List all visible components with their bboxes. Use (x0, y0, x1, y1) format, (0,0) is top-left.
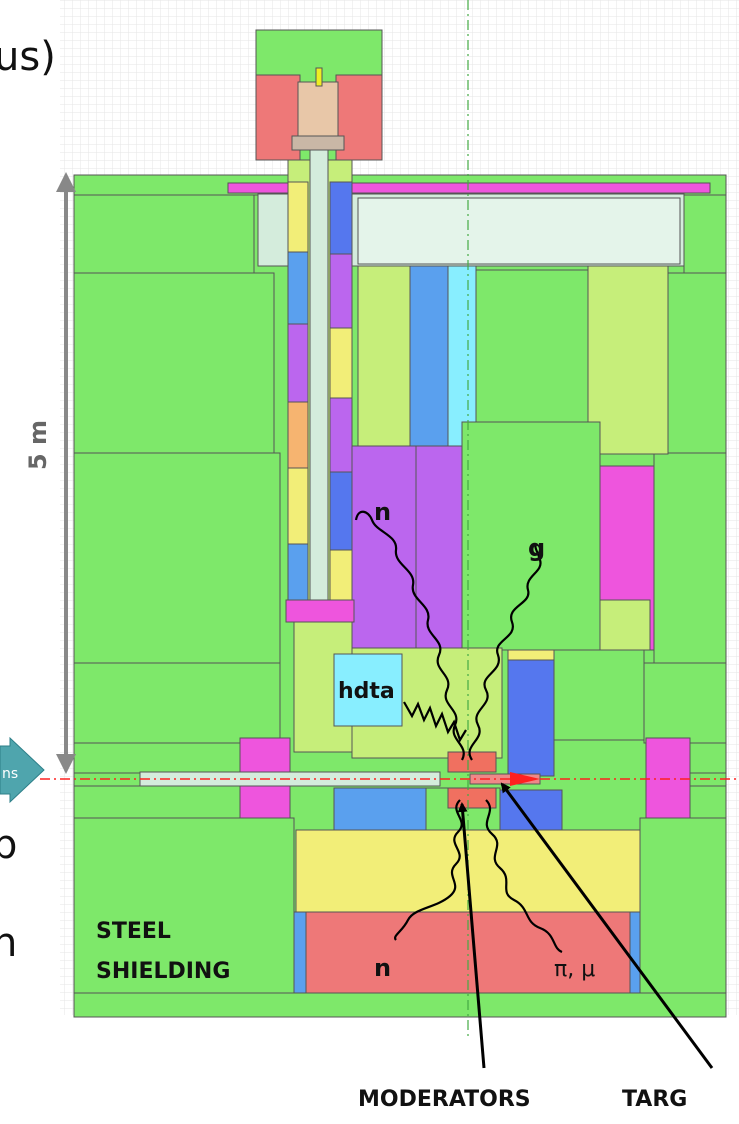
magenta-flange-right (645, 737, 691, 819)
cut-text-top: us) (0, 34, 56, 80)
moderators-pointer (457, 802, 486, 1069)
incoming-beam-label: ns (2, 766, 18, 782)
tube-seg-v1 (287, 323, 309, 403)
left-block-2 (73, 272, 275, 454)
right-block-2 (667, 272, 727, 454)
cut-text-low: n (0, 920, 17, 966)
right-block-1 (683, 194, 727, 274)
target-vessel (507, 655, 555, 777)
center-green-tower (461, 421, 601, 651)
radiation-paths (354, 510, 563, 954)
violet-block-right (415, 445, 463, 651)
label-steel: STEEL (96, 919, 171, 944)
lightgreen-right-lower (599, 599, 651, 651)
upper-cavity-inner (357, 197, 681, 265)
dimension-arrow-bottom (56, 754, 76, 774)
left-block-7 (73, 817, 295, 994)
label-pion-muon: π, μ (554, 957, 595, 982)
left-block-4 (73, 662, 281, 744)
pion-muon-path (485, 799, 563, 954)
neutron-path-bottom (394, 799, 463, 941)
tube-seg-r-y1 (329, 327, 353, 399)
drive-motor (297, 81, 339, 139)
tube-seg-r-v1 (329, 253, 353, 329)
dimension-label: 5 m (24, 420, 52, 470)
drive-motor-base (291, 135, 345, 151)
label-gamma: g (528, 534, 545, 562)
left-block-1 (73, 194, 255, 274)
vertical-tube-assembly (285, 149, 355, 753)
dimension-arrow-top (56, 172, 76, 192)
core-blue-lower (333, 787, 427, 831)
right-block-6 (689, 785, 727, 819)
tube-seg-r-y2 (329, 549, 353, 607)
tube-seg-b2 (287, 543, 309, 603)
label-neutron-top: n (374, 498, 391, 526)
label-hdta: hdta (338, 679, 395, 704)
center-blue-column (409, 265, 449, 447)
moderator-upper (447, 751, 497, 773)
top-plate-magenta-right (351, 182, 711, 194)
label-shielding: SHIELDING (96, 959, 230, 984)
tube-seg-y2 (287, 467, 309, 545)
steel-shielding-body (73, 174, 727, 1018)
tube-seg-y1 (287, 181, 309, 253)
right-block-3 (653, 452, 727, 664)
hdta-block (333, 653, 403, 727)
neutron-path-top (354, 510, 465, 761)
label-target: TARG (622, 1087, 687, 1112)
lower-blue-left (293, 911, 307, 999)
tube-seg-o1 (287, 401, 309, 469)
core-right-green (553, 649, 645, 741)
right-block-4 (643, 662, 727, 744)
tube-seg-b1 (287, 251, 309, 325)
center-lightgreen-left (357, 265, 411, 447)
incoming-beam-arrow (0, 736, 45, 804)
cut-text-mid: b (0, 822, 17, 868)
tube-seg-r-b2 (329, 471, 353, 551)
top-drive-assembly (255, 29, 383, 161)
center-cyan-column (447, 265, 477, 447)
center-green-upper (475, 269, 589, 423)
left-block-3 (73, 452, 281, 664)
hdta-zigzag (403, 701, 467, 743)
right-block-7 (639, 817, 727, 994)
base-plate (73, 992, 727, 1018)
violet-block-left (351, 445, 417, 651)
left-block-6 (73, 785, 243, 819)
beam-arrowhead (510, 772, 540, 786)
tube-collar (285, 599, 355, 623)
right-block-5 (689, 742, 727, 774)
center-lightgreen-right (587, 265, 669, 455)
tube-seg-r-b1 (329, 181, 353, 255)
top-plate-magenta-left (227, 182, 289, 194)
tube-seg-r-v2 (329, 397, 353, 473)
drive-cap (315, 67, 323, 87)
target-pointer (500, 782, 714, 1069)
lower-blue-right (629, 911, 641, 999)
left-block-5 (73, 742, 243, 774)
label-neutron-bottom: n (374, 954, 391, 982)
label-moderators: MODERATORS (358, 1087, 531, 1112)
gamma-path (468, 543, 542, 761)
target-vessel-top (507, 649, 555, 661)
